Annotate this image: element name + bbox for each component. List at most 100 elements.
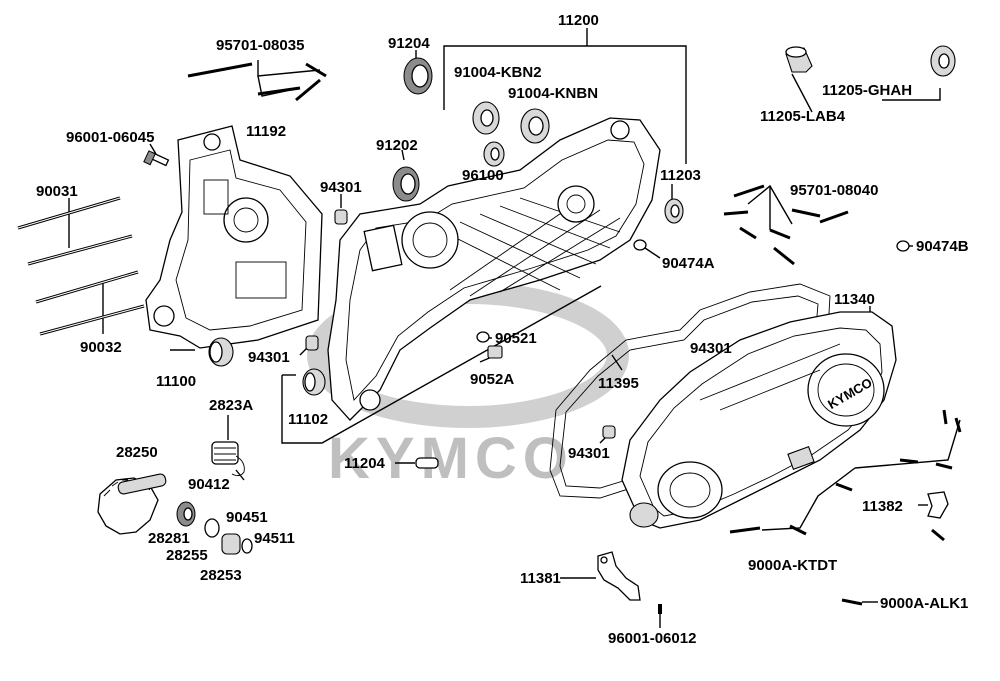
dowel-end [304,372,316,392]
crankcase-mount [363,224,403,272]
bolt-9000a-alk1 [841,598,863,606]
bolt [769,228,791,240]
bolts-95701-08035 [187,62,327,102]
label-90451: 90451 [226,509,268,526]
label-94301-d: 94301 [568,445,610,462]
label-11100: 11100 [156,373,196,390]
label-96100: 96100 [462,167,504,184]
pin-11204 [415,457,439,469]
label-28250: 28250 [116,444,158,461]
bracket-lines [68,28,961,628]
bearing-inner [480,109,494,127]
label-11200: 11200 [558,12,599,29]
label-94301-a: 94301 [320,179,362,196]
left-crankcase-bore-inner [233,207,259,233]
stud-bolt-highlight [39,305,145,335]
bolts-95701-08040 [723,184,849,266]
label-2823a: 2823A [209,397,253,414]
bolt [773,246,795,266]
rib [439,229,561,291]
bolt [954,417,962,433]
bolt [791,208,821,218]
washer [241,538,253,554]
left-transmission-cover: KYMCO [621,311,897,529]
bolt-96001-06045 [143,150,170,167]
bushing-11205-lab4 [785,46,813,73]
label-95701-08040: 95701-08040 [790,182,878,199]
plug [487,345,503,359]
kick-gear-sector [97,477,159,535]
bolt [942,409,948,425]
dowel-94301-d [602,425,616,439]
left-crankcase-half [145,125,323,367]
bushing-flange [785,46,807,58]
label-11382: 11382 [862,498,903,515]
label-90474a: 90474A [662,255,715,272]
label-96001-06012: 96001-06012 [608,630,696,647]
stud-bolt-highlight [17,197,121,229]
clip [231,455,245,477]
label-94301-c: 94301 [690,340,732,357]
washer-90474b [896,240,910,252]
leader-90474a [644,247,661,259]
washer-90451 [241,538,253,554]
leader-95701-08040-b [747,184,793,225]
stud-bolt-highlight [27,235,133,265]
washer [896,240,910,252]
bolts-9000a-ktdt [729,409,962,542]
fasteners [143,62,962,614]
dowel [305,335,319,351]
cover-vent [787,446,815,470]
dowel [602,425,616,439]
kick-spring-2823a [211,441,239,465]
bolt [187,62,253,78]
cover-variator-dome-ring [669,472,711,508]
label-90521: 90521 [495,330,537,347]
left-crankcase-pocket [235,261,287,299]
seal-28281 [176,501,196,527]
output-shaft-bore-inner [566,194,586,214]
bolt [257,86,301,96]
label-11340: 11340 [834,291,875,308]
kick-spring-body [211,441,239,465]
label-95701-08035: 95701-08035 [216,37,304,54]
label-90031: 90031 [36,183,78,200]
washer-28255 [204,518,220,538]
bearing-inner [411,64,429,88]
crankcase-boss [610,120,630,140]
bearing-91004-kbn2 [472,101,500,135]
cover-rib [699,343,841,401]
kick-gear-teeth [103,479,151,497]
label-90032: 90032 [80,339,122,356]
cover-kick-boss [629,502,659,528]
label-9000a-ktdt: 9000A-KTDT [748,557,837,574]
bearing-inner [670,204,680,218]
plug-9052a [487,345,503,359]
watermark-text: KYMCO [328,426,574,491]
dowel [334,209,348,225]
leader-11395 [611,354,623,371]
kick-gear-28250 [97,473,167,535]
label-94511: 94511 [254,530,295,547]
label-90412: 90412 [188,476,230,493]
crankshaft-bore [401,211,459,269]
dowel-94301-a [334,209,348,225]
cover-rib [719,369,821,411]
bracket-hole [600,556,608,564]
kick-gear-shaft [117,473,167,495]
label-11205-ghah: 11205-GHAH [822,82,912,99]
leader-11205-lab4 [791,73,813,113]
bolt [899,458,919,464]
label-28253: 28253 [200,567,242,584]
label-91004-knbn: 91004-KNBN [508,85,598,102]
seal-inner [400,173,416,195]
left-crankcase-boss [203,133,221,151]
bearings-and-seals [392,45,956,224]
label-11192: 11192 [246,123,286,140]
rib [469,209,601,297]
bolt [729,526,761,534]
bush [221,533,241,555]
bushing-11205-ghah [930,45,956,77]
bolt [305,62,327,78]
